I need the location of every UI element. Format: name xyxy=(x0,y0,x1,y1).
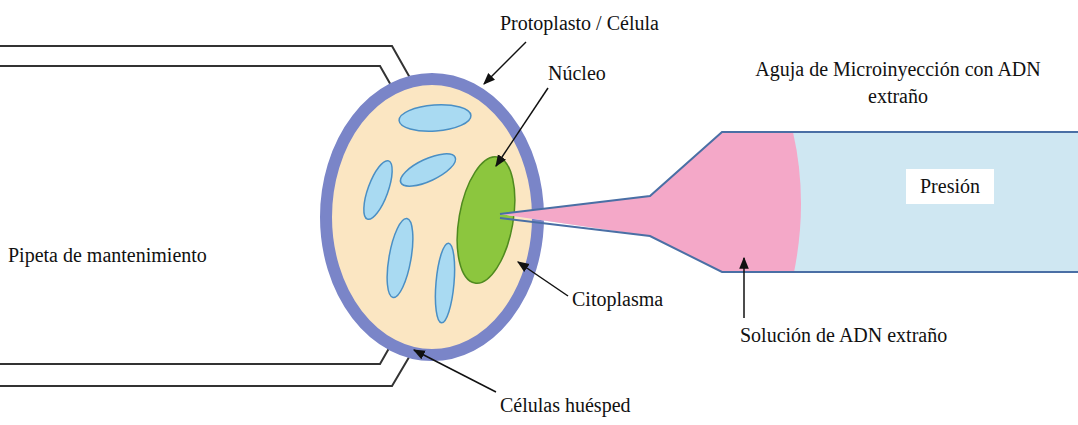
pipette-label: Pipeta de mantenimiento xyxy=(8,242,207,269)
cell-wall xyxy=(326,79,538,355)
cell-label: Protoplasto / Célula xyxy=(500,10,659,37)
box-text: Presión xyxy=(920,175,980,198)
host-cell-label: Células huésped xyxy=(500,392,631,419)
nucleus-label: Núcleo xyxy=(548,60,606,87)
pressure-box: Presión xyxy=(906,169,994,204)
leader-lines xyxy=(414,42,744,392)
microinjection-needle xyxy=(490,120,1078,290)
organelles xyxy=(358,103,472,324)
cytoplasm-label: Citoplasma xyxy=(572,286,663,313)
solution-label: Solución de ADN extraño xyxy=(740,322,947,349)
needle-label: Aguja de Microinyección con ADN extraño xyxy=(748,56,1048,110)
